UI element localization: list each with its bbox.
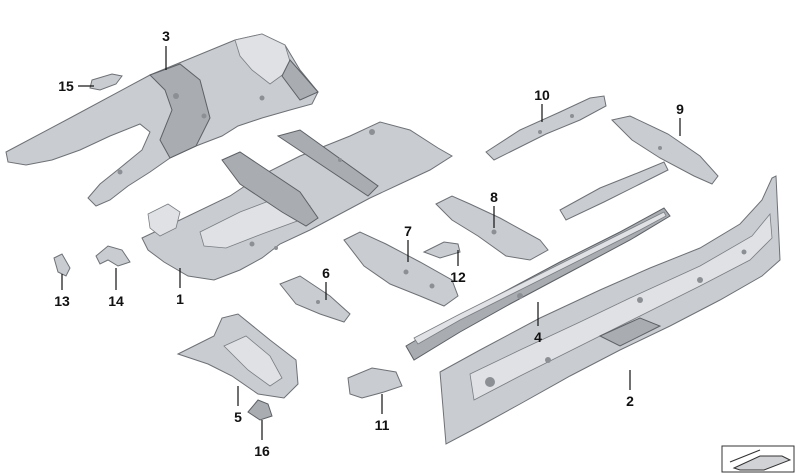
callout-8[interactable]: 8	[490, 189, 498, 205]
callout-7[interactable]: 7	[404, 223, 412, 239]
callout-11[interactable]: 11	[375, 417, 390, 433]
part-13-clip[interactable]	[53, 253, 71, 277]
part-12-bracket[interactable]	[422, 241, 461, 259]
callout-2[interactable]: 2	[626, 393, 634, 409]
callout-10[interactable]: 10	[534, 87, 550, 103]
part-6-reinforcement[interactable]	[279, 275, 351, 323]
callout-3[interactable]: 3	[162, 28, 170, 44]
leader-lines	[61, 46, 681, 440]
callout-1[interactable]: 1	[176, 291, 184, 307]
part-1-floor-panel[interactable]	[141, 121, 453, 281]
part-7-cross-member[interactable]	[343, 231, 459, 307]
part-3-front-frame[interactable]	[5, 33, 319, 207]
part-15-bracket[interactable]	[89, 73, 123, 91]
callout-4[interactable]: 4	[534, 329, 542, 345]
reference-arrow-icon	[721, 445, 795, 473]
part-2-side-frame[interactable]	[439, 175, 781, 445]
callout-9[interactable]: 9	[676, 101, 684, 117]
callout-16[interactable]: 16	[254, 443, 270, 459]
callout-14[interactable]: 14	[108, 293, 124, 309]
part-14-bracket[interactable]	[95, 245, 131, 267]
part-5-seat-mount[interactable]	[176, 313, 299, 399]
callout-6[interactable]: 6	[322, 265, 330, 281]
callout-12[interactable]: 12	[450, 269, 466, 285]
part-9-seat-cross-member[interactable]	[559, 115, 719, 221]
callout-15[interactable]: 15	[58, 78, 74, 94]
part-11-bracket[interactable]	[347, 367, 403, 399]
part-10-seat-rail[interactable]	[485, 95, 607, 161]
part-16-nut[interactable]	[247, 399, 273, 421]
part-4-sill-inner[interactable]	[405, 207, 671, 361]
callout-5[interactable]: 5	[234, 409, 242, 425]
part-8-cross-member[interactable]	[435, 195, 549, 261]
callout-13[interactable]: 13	[54, 293, 70, 309]
callout-labels: 1 2 3 4 5 6 7 8 9 10 11 12 13 14 15 16	[54, 28, 684, 459]
